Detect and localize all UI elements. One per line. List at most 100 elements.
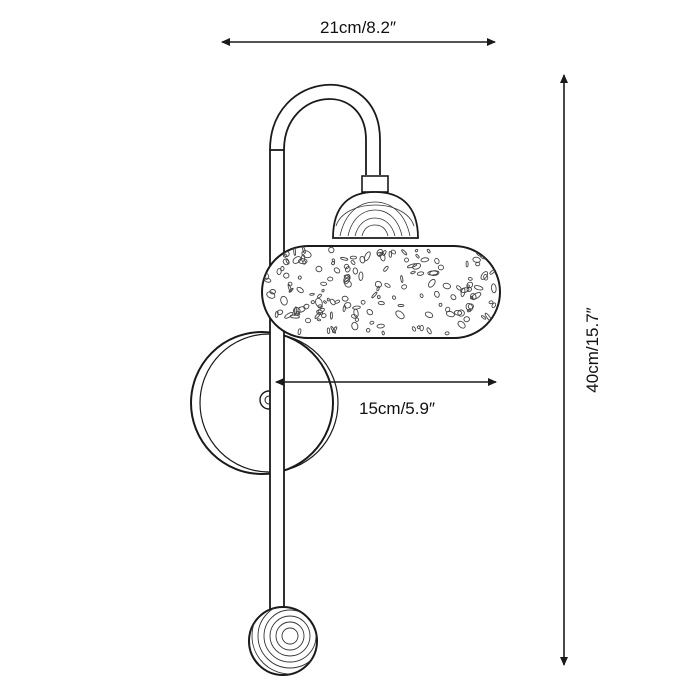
- glass-bubble: [376, 248, 384, 257]
- glass-bubble: [467, 277, 473, 281]
- glass-bubble: [283, 272, 290, 279]
- glass-bubble: [352, 267, 358, 275]
- glass-bubble: [376, 285, 380, 292]
- glass-bubble: [321, 313, 327, 319]
- glass-bubble: [283, 250, 290, 258]
- height-label: 40cm/15.7″: [583, 307, 602, 392]
- glass-bubble: [419, 293, 424, 298]
- glass-bubble: [377, 301, 385, 306]
- glass-bubble: [301, 254, 306, 262]
- glass-bubble: [472, 256, 481, 263]
- glass-bubble: [485, 247, 492, 254]
- glass-bubble: [285, 258, 290, 265]
- glass-bubble: [383, 265, 389, 272]
- glass-bubble: [481, 315, 487, 320]
- glass-bubble: [315, 297, 323, 308]
- glass-bubble: [415, 253, 420, 259]
- glass-bubble: [470, 293, 477, 301]
- glass-bubble: [350, 260, 356, 265]
- glass-bubble: [376, 295, 381, 300]
- glass-bubble: [411, 326, 417, 332]
- glass-bubble: [381, 330, 385, 336]
- glass-bubble: [269, 289, 276, 295]
- wall-plate: [190, 331, 339, 475]
- glass-bubble: [350, 314, 358, 319]
- glass-bubble: [280, 266, 285, 272]
- glass-bubble: [493, 249, 498, 253]
- glass-bubble: [333, 267, 341, 274]
- glass-bubble: [369, 320, 375, 325]
- glass-bubble: [297, 306, 306, 313]
- glass-bubble: [489, 247, 494, 254]
- glass-bubble: [351, 321, 359, 331]
- glass-bubble: [303, 303, 310, 310]
- glass-bubble: [416, 271, 425, 276]
- glass-bubble: [463, 316, 470, 323]
- glass-bubble: [406, 263, 418, 269]
- glass-bubble: [457, 320, 466, 329]
- glass-bubble: [445, 310, 455, 318]
- glass-bubble: [397, 304, 405, 307]
- glass-bubble: [310, 300, 315, 305]
- glass-bubble: [343, 302, 352, 309]
- glass-bubble: [315, 265, 323, 273]
- glass-bubble: [491, 283, 497, 294]
- glass-bubble: [491, 302, 497, 309]
- glass-bubble: [395, 310, 405, 320]
- glass-bubble: [473, 285, 484, 291]
- glass-bubble: [453, 310, 463, 316]
- glass-bubble: [343, 273, 351, 285]
- glass-bubble: [342, 305, 346, 312]
- depth-label: 15cm/5.9″: [359, 399, 435, 418]
- glass-bubble: [466, 284, 470, 288]
- glass-bubble: [309, 292, 315, 296]
- width-dimension: 21cm/8.2″: [221, 18, 496, 46]
- glass-bubble: [302, 246, 306, 254]
- glass-bubble: [489, 269, 495, 275]
- glass-bubble: [371, 291, 378, 299]
- glass-bubble: [419, 324, 424, 332]
- glass-bubble: [330, 325, 336, 334]
- glass-bubble: [360, 299, 366, 305]
- glass-bubble: [379, 251, 386, 262]
- glass-bubble: [416, 325, 421, 329]
- glass-bubble: [465, 260, 469, 268]
- glass-bubble: [317, 293, 322, 299]
- glass-bubble: [316, 309, 324, 315]
- glass-bubble: [437, 264, 444, 271]
- glass-bubble: [328, 246, 335, 254]
- glass-bubble: [391, 295, 397, 300]
- glass-bubble: [341, 295, 349, 302]
- glass-bubble: [301, 250, 312, 259]
- width-label: 21cm/8.2″: [320, 18, 396, 37]
- glass-bubble: [266, 291, 276, 299]
- glass-bubble: [438, 302, 443, 307]
- glass-bubble: [295, 310, 301, 316]
- glass-bubble: [420, 257, 430, 263]
- glass-bubble: [280, 295, 288, 306]
- glass-bubble: [427, 278, 436, 288]
- glass-bubble: [444, 331, 450, 336]
- glass-bubble: [366, 308, 374, 316]
- bottom-ball: [248, 606, 318, 676]
- glass-bubble: [327, 276, 334, 282]
- glass-bubble: [401, 284, 408, 290]
- glass-bubble: [404, 257, 409, 263]
- glass-bubble: [317, 307, 325, 314]
- shade-cap: [332, 191, 419, 239]
- glass-bubble: [365, 328, 371, 333]
- glass-bubble: [424, 311, 434, 319]
- glass-bubble: [442, 282, 451, 290]
- glass-bubble: [329, 298, 336, 306]
- glass-bubble: [305, 317, 312, 324]
- glass-bubble: [384, 282, 391, 288]
- glass-bubble: [298, 258, 308, 265]
- glass-bubble: [326, 327, 331, 334]
- glass-bubble: [374, 280, 382, 288]
- glass-bubble: [465, 302, 474, 312]
- glass-bubble: [427, 270, 439, 276]
- glass-bubble: [316, 318, 322, 322]
- glass-bubble: [390, 249, 397, 255]
- glass-bubble: [321, 288, 325, 293]
